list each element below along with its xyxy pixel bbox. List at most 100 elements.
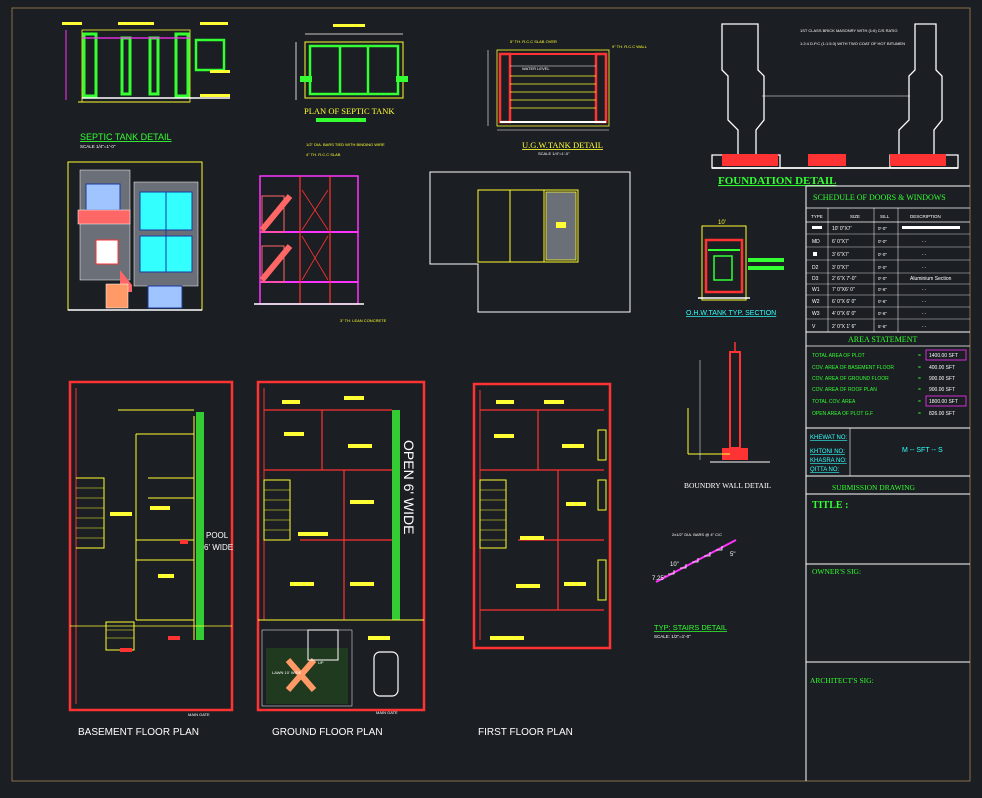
- schedule-row: V 2' 0"X 1' 6" 5'-6" - -: [812, 324, 927, 330]
- foundation-title: FOUNDATION DETAIL: [718, 175, 836, 187]
- svg-text:1800.00 SFT: 1800.00 SFT: [929, 399, 958, 405]
- svg-text:- -: - -: [922, 299, 927, 304]
- svg-text:TOTAL AREA OF PLOT: TOTAL AREA OF PLOT: [812, 353, 865, 359]
- ugw-scale: SCALE 1/4"=1'-0": [538, 151, 570, 156]
- area-row: COV. AREA OF GROUND FLOOR = 900.00 SFT: [812, 376, 955, 382]
- schedule-row: W1 7' 0"X6' 0" 0'-6" - -: [806, 287, 970, 296]
- khewat-label: KHEWAT NO:: [810, 435, 848, 441]
- schedule-row: 3' 6"X7' 0'-0" - -: [806, 252, 970, 261]
- svg-text:=: =: [918, 399, 921, 405]
- khtoni-label: KHTONI NO:: [810, 449, 845, 455]
- schedule-header-sill: SILL: [880, 214, 890, 219]
- area-title: AREA STATEMENT: [848, 335, 917, 344]
- ugw-slab-label: 5" TH. R.C.C SLAB OVER: [510, 39, 557, 44]
- septic-plan-detail: PLAN OF SEPTIC TANK: [295, 24, 408, 122]
- khasra-label: KHASRA NO:: [810, 458, 847, 464]
- svg-text:0'-0": 0'-0": [878, 276, 887, 281]
- svg-text:0'-0": 0'-0": [878, 252, 887, 257]
- first-plan-label: FIRST FLOOR PLAN: [478, 727, 573, 738]
- area-row: TOTAL AREA OF PLOT = 1400.00 SFT: [812, 349, 967, 361]
- basement-main-gate: MAIN GATE: [188, 712, 210, 717]
- ugw-tank-detail: WATER LEVEL 5" TH. R.C.C SLAB OVER 9" TH…: [487, 39, 648, 156]
- title-block: SCHEDULE OF DOORS & WINDOWS TYPE SIZE SI…: [805, 185, 970, 781]
- first-floor-plan: FIRST FLOOR PLAN: [472, 382, 612, 738]
- septic-tank-detail: SEPTIC TANK DETAIL SCALE 1/4"=1'-0": [62, 22, 230, 149]
- svg-text:6' 0"X7': 6' 0"X7': [832, 239, 849, 245]
- lawn-label: LAWN 10' WIDE: [272, 670, 302, 675]
- ground-up-label: UP: [318, 660, 324, 665]
- title-label: TITLE :: [812, 500, 848, 511]
- svg-text:6' 0"X 6' 0": 6' 0"X 6' 0": [832, 299, 856, 305]
- ugw-water-level: WATER LEVEL: [522, 66, 550, 71]
- svg-text:W3: W3: [812, 311, 820, 317]
- open-label: OPEN 6' WIDE: [401, 440, 417, 534]
- svg-text:0'-6": 0'-6": [878, 299, 887, 304]
- svg-text:2' 0"X 1' 6": 2' 0"X 1' 6": [832, 324, 856, 330]
- schedule-header-size: SIZE: [850, 214, 860, 219]
- svg-text:Aluminium Section: Aluminium Section: [910, 276, 952, 282]
- svg-text:OPEN AREA OF PLOT G.F: OPEN AREA OF PLOT G.F: [812, 411, 873, 417]
- section-note-2: 4" TH. R.C.C SLAB: [306, 152, 341, 157]
- svg-text:W2: W2: [812, 299, 820, 305]
- stairs-dim-tread: 10": [670, 562, 679, 568]
- svg-text:5'-6": 5'-6": [878, 324, 887, 329]
- svg-text:0'-0": 0'-0": [878, 265, 887, 270]
- svg-text:- -: - -: [922, 252, 927, 257]
- svg-text:2' 6"X 7'-0": 2' 6"X 7'-0": [832, 276, 857, 282]
- svg-text:D2: D2: [812, 265, 819, 271]
- svg-text:7' 0"X6' 0": 7' 0"X6' 0": [832, 287, 855, 293]
- stairs-detail: 10" 7.25" 5" 2x1/2" DIA. BARS @ 4" C/C T…: [652, 532, 737, 639]
- basement-plan-label: BASEMENT FLOOR PLAN: [78, 727, 199, 738]
- stairs-title: TYP: STAIRS DETAIL: [654, 623, 727, 632]
- ground-plan-label: GROUND FLOOR PLAN: [272, 727, 383, 738]
- svg-text:- -: - -: [922, 287, 927, 292]
- svg-text:MD: MD: [812, 239, 820, 245]
- svg-text:TOTAL COV. AREA: TOTAL COV. AREA: [812, 399, 856, 405]
- pool-label: POOL: [206, 531, 229, 540]
- ohw-dim: 10': [718, 220, 726, 226]
- submission-label: SUBMISSION DRAWING: [832, 483, 916, 492]
- svg-text:3' 6"X7': 3' 6"X7': [832, 252, 849, 258]
- svg-text:3' 0"X7': 3' 0"X7': [832, 265, 849, 271]
- schedule-row: D2 3' 0"X7' 0'-0" - -: [806, 265, 970, 274]
- section-note-1: 1/2" DIA. BARS TIED WITH BINDING WIRE: [306, 142, 385, 147]
- owner-sig-label: OWNER'S SIG:: [812, 567, 861, 576]
- roof-plan: [429, 171, 631, 313]
- area-row: OPEN AREA OF PLOT G.F = 826.00 SFT: [812, 411, 955, 417]
- svg-text:=: =: [918, 411, 921, 417]
- svg-text:=: =: [918, 365, 921, 371]
- svg-text:0'-6": 0'-6": [878, 311, 887, 316]
- svg-text:0'-6": 0'-6": [878, 287, 887, 292]
- architect-sig-label: ARCHITECT'S SIG:: [810, 676, 874, 685]
- schedule-row: W2 6' 0"X 6' 0" 0'-6" - -: [806, 299, 970, 308]
- stairs-dim-slab: 5": [730, 552, 735, 558]
- svg-text:=: =: [918, 353, 921, 359]
- boundary-title: BOUNDRY WALL DETAIL: [684, 481, 771, 490]
- svg-text:900.00 SFT: 900.00 SFT: [929, 376, 955, 382]
- svg-text:W1: W1: [812, 287, 820, 293]
- area-row: COV. AREA OF BASEMENT FLOOR = 400.00 SFT: [812, 365, 955, 371]
- foundation-detail: 1ST CLASS BRICK MASONRY WITH (1:6) C/S R…: [711, 23, 959, 187]
- svg-text:D3: D3: [812, 276, 819, 282]
- svg-text:0'-0": 0'-0": [878, 226, 887, 231]
- area-row: COV. AREA OF ROOF PLAN = 900.00 SFT: [812, 387, 955, 393]
- svg-text:400.00 SFT: 400.00 SFT: [929, 365, 955, 371]
- svg-text:1400.00 SFT: 1400.00 SFT: [929, 353, 958, 359]
- septic-plan-title: PLAN OF SEPTIC TANK: [304, 106, 395, 116]
- plot-area-text: M -- SFT -- S: [902, 447, 943, 454]
- svg-text:- -: - -: [922, 311, 927, 316]
- foundation-note: 1ST CLASS BRICK MASONRY WITH (1:6) C/S R…: [800, 28, 898, 33]
- qitta-label: QITTA NO:: [810, 467, 840, 473]
- septic-title: SEPTIC TANK DETAIL: [80, 132, 172, 142]
- basement-floor-plan: POOL 6' WIDE MAIN GATE BASEMENT FLOOR PL…: [68, 380, 234, 738]
- schedule-row: MD 6' 0"X7' 0'-0" - -: [806, 239, 970, 248]
- schedule-title: SCHEDULE OF DOORS & WINDOWS: [813, 193, 946, 202]
- svg-text:=: =: [918, 387, 921, 393]
- svg-text:COV. AREA OF GROUND FLOOR: COV. AREA OF GROUND FLOOR: [812, 376, 889, 382]
- section-note-3: 3" TH. LEAN CONCRETE: [340, 318, 387, 323]
- schedule-row: W3 4' 0"X 6' 0" 0'-6" - -: [806, 311, 970, 320]
- svg-text:=: =: [918, 376, 921, 382]
- svg-text:COV. AREA OF BASEMENT FLOOR: COV. AREA OF BASEMENT FLOOR: [812, 365, 894, 371]
- svg-text:0'-0": 0'-0": [878, 239, 887, 244]
